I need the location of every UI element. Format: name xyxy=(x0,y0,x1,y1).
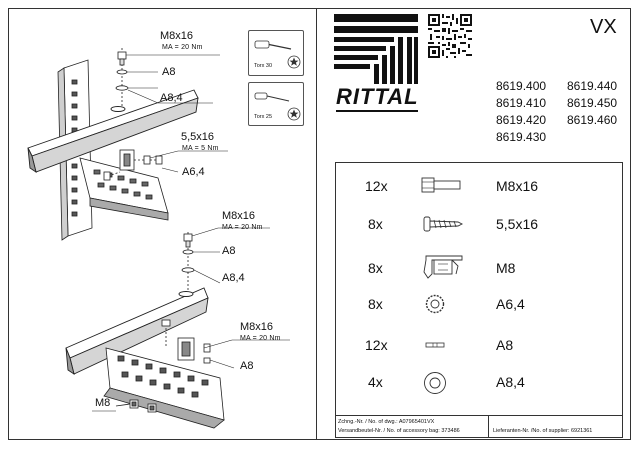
supplier-number: Lieferanten-Nr. /No. of supplier: 692136… xyxy=(493,428,593,434)
drawing-frame xyxy=(8,8,631,440)
parts-desc: M8 xyxy=(496,260,516,276)
callout-low-screw: M8x16 xyxy=(240,321,274,333)
flat-washer-icon xyxy=(424,372,446,394)
qr-code-icon xyxy=(428,14,472,58)
callout-low-torque: MA = 20 Nm xyxy=(240,335,281,342)
self-tapping-screw-icon xyxy=(423,216,464,232)
parts-desc: A6,4 xyxy=(496,296,525,312)
parts-desc: M8x16 xyxy=(496,178,539,194)
callout-leaders-top xyxy=(126,54,228,173)
cage-nut-icon xyxy=(423,255,463,279)
part-number: 8619.440 xyxy=(567,79,618,93)
tool-name-torx-30: Torx 30 xyxy=(254,63,273,69)
bracket-bottom xyxy=(161,319,211,364)
parts-qty: 8x xyxy=(368,296,383,312)
parts-desc: A8 xyxy=(496,337,514,353)
bracket-top xyxy=(103,149,163,181)
tool-box-torx-25: Torx 25 xyxy=(248,82,304,126)
screwdriver-icon xyxy=(254,92,290,102)
part-number: 8619.410 xyxy=(496,96,547,110)
torx-icon xyxy=(287,55,301,69)
parts-desc: A8,4 xyxy=(496,374,525,390)
part-number: 8619.420 xyxy=(496,113,547,127)
brand-wordmark: RITTAL xyxy=(336,84,419,109)
parts-qty: 8x xyxy=(368,260,383,276)
perforated-rail-bottom xyxy=(103,347,225,429)
screw-stack-top xyxy=(115,48,129,106)
angle-bar-top xyxy=(27,89,199,174)
perforated-plate-top xyxy=(79,157,169,221)
parts-qty: 4x xyxy=(368,374,383,390)
part-number: 8619.450 xyxy=(567,96,618,110)
assembly-drawing xyxy=(27,48,290,429)
cage-nuts xyxy=(115,399,157,413)
part-number: 8619.430 xyxy=(496,130,547,144)
callout-leaders-bottom xyxy=(92,227,290,412)
brand-underline xyxy=(336,110,418,112)
footer-box xyxy=(335,416,623,438)
callout-top-screw: M8x16 xyxy=(160,30,194,42)
callout-small-torque: MA = 5 Nm xyxy=(182,145,219,152)
callout-top-a8: A8 xyxy=(162,66,176,78)
callout-mid-torque: MA = 20 Nm xyxy=(222,224,263,231)
contact-washer-icon xyxy=(425,342,445,348)
callout-small-screw: 5,5x16 xyxy=(181,131,215,143)
callout-low-nut: A8 xyxy=(240,360,254,372)
callout-top-a84: A8,4 xyxy=(160,92,183,104)
parts-list-box xyxy=(335,162,623,416)
screwdriver-icon xyxy=(254,40,292,50)
callout-top-torque: MA = 20 Nm xyxy=(162,44,203,51)
callout-cage-nut: M8 xyxy=(95,397,111,409)
parts-qty: 12x xyxy=(365,178,388,194)
torx-icon xyxy=(287,107,301,121)
footer-divider xyxy=(488,416,489,438)
callout-small-washer: A6,4 xyxy=(182,166,205,178)
tool-box-torx-30: Torx 30 xyxy=(248,30,304,76)
panel-divider xyxy=(316,8,317,440)
hex-socket-screw-icon xyxy=(421,177,461,193)
angle-bar-bottom xyxy=(65,287,209,376)
rittal-logo-graphic xyxy=(334,14,418,84)
parts-desc: 5,5x16 xyxy=(496,216,539,232)
parts-qty: 12x xyxy=(365,337,388,353)
tool-name-torx-25: Torx 25 xyxy=(254,114,273,120)
drawing-number: Zchng.-Nr. / No. of dwg.: A07965401VX xyxy=(338,419,435,425)
screw-stack-middle xyxy=(181,232,195,292)
part-number: 8619.400 xyxy=(496,79,547,93)
callout-mid-screw: M8x16 xyxy=(222,210,256,222)
callout-mid-a8: A8 xyxy=(222,245,236,257)
parts-qty: 8x xyxy=(368,216,383,232)
part-number: 8619.460 xyxy=(567,113,618,127)
variant-code: VX xyxy=(590,16,617,38)
accessory-bag-number: Versandbeutel-Nr. / No. of accessory bag… xyxy=(338,428,460,434)
callout-mid-a84: A8,4 xyxy=(222,272,245,284)
serrated-washer-icon xyxy=(425,294,445,314)
